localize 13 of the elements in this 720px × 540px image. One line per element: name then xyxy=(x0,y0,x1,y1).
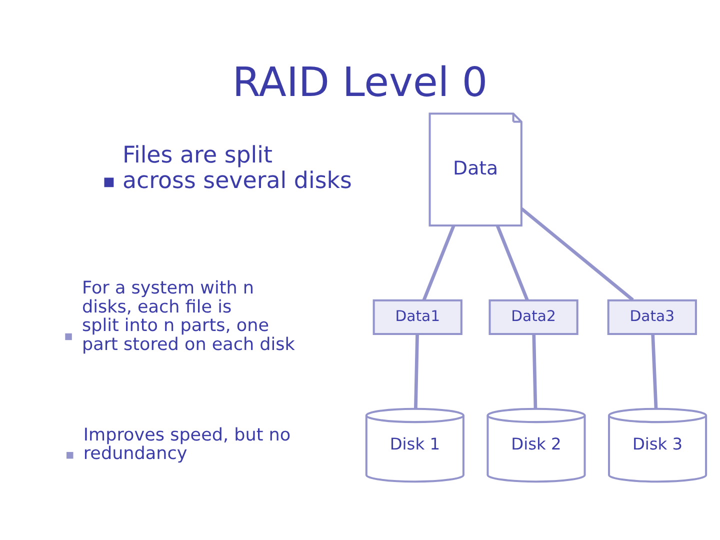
diagram-title: RAID Level 0 xyxy=(232,58,488,106)
connector xyxy=(496,225,529,301)
connector xyxy=(422,225,456,301)
node-box: Data2 xyxy=(488,299,578,336)
connector xyxy=(532,334,538,409)
label: Improves speed, but no redundancy xyxy=(83,425,291,464)
node-box: Data1 xyxy=(372,299,462,336)
node-box: Data3 xyxy=(607,299,697,336)
label: For a system with n disks, each file is split into n parts, one part stored on each disk xyxy=(82,278,295,356)
connector xyxy=(651,334,658,409)
label: Files are split across several disks xyxy=(122,142,352,194)
connector xyxy=(414,334,419,409)
connector xyxy=(520,207,634,302)
